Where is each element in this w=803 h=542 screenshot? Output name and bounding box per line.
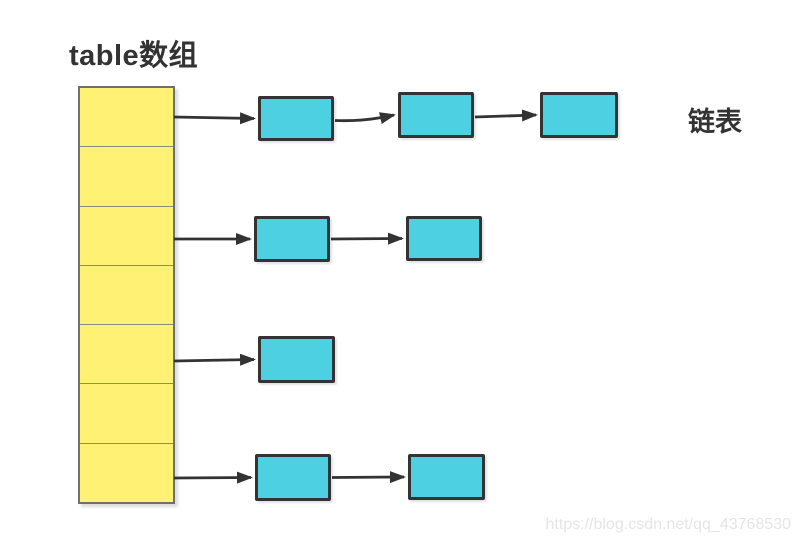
watermark-url: https://blog.csdn.net/qq_43768530 xyxy=(545,516,791,533)
list-node-3-0 xyxy=(255,454,331,501)
pointer-arrow xyxy=(474,109,538,122)
array-cell-0 xyxy=(80,88,173,148)
list-node-2-0 xyxy=(258,336,335,383)
array-cell-3 xyxy=(80,265,173,326)
array-cell-4 xyxy=(80,325,173,385)
diagram-title: table数组 xyxy=(69,40,199,72)
list-node-0-1 xyxy=(398,92,474,138)
list-node-0-2 xyxy=(540,92,618,138)
array-cell-6 xyxy=(80,443,173,502)
linked-list-label: 链表 xyxy=(688,107,742,137)
pointer-arrow xyxy=(173,353,256,366)
pointer-arrow xyxy=(173,471,253,484)
array-cell-5 xyxy=(80,384,173,444)
list-node-3-1 xyxy=(408,454,485,500)
pointer-arrow xyxy=(331,471,406,484)
hash-table-array xyxy=(78,86,175,504)
array-cell-2 xyxy=(80,206,173,266)
list-node-0-0 xyxy=(258,96,334,141)
array-cell-1 xyxy=(80,147,173,207)
pointer-arrow xyxy=(334,112,396,124)
pointer-arrow xyxy=(330,232,404,245)
pointer-arrow xyxy=(173,112,256,125)
list-node-1-0 xyxy=(254,216,330,262)
list-node-1-1 xyxy=(406,216,482,261)
